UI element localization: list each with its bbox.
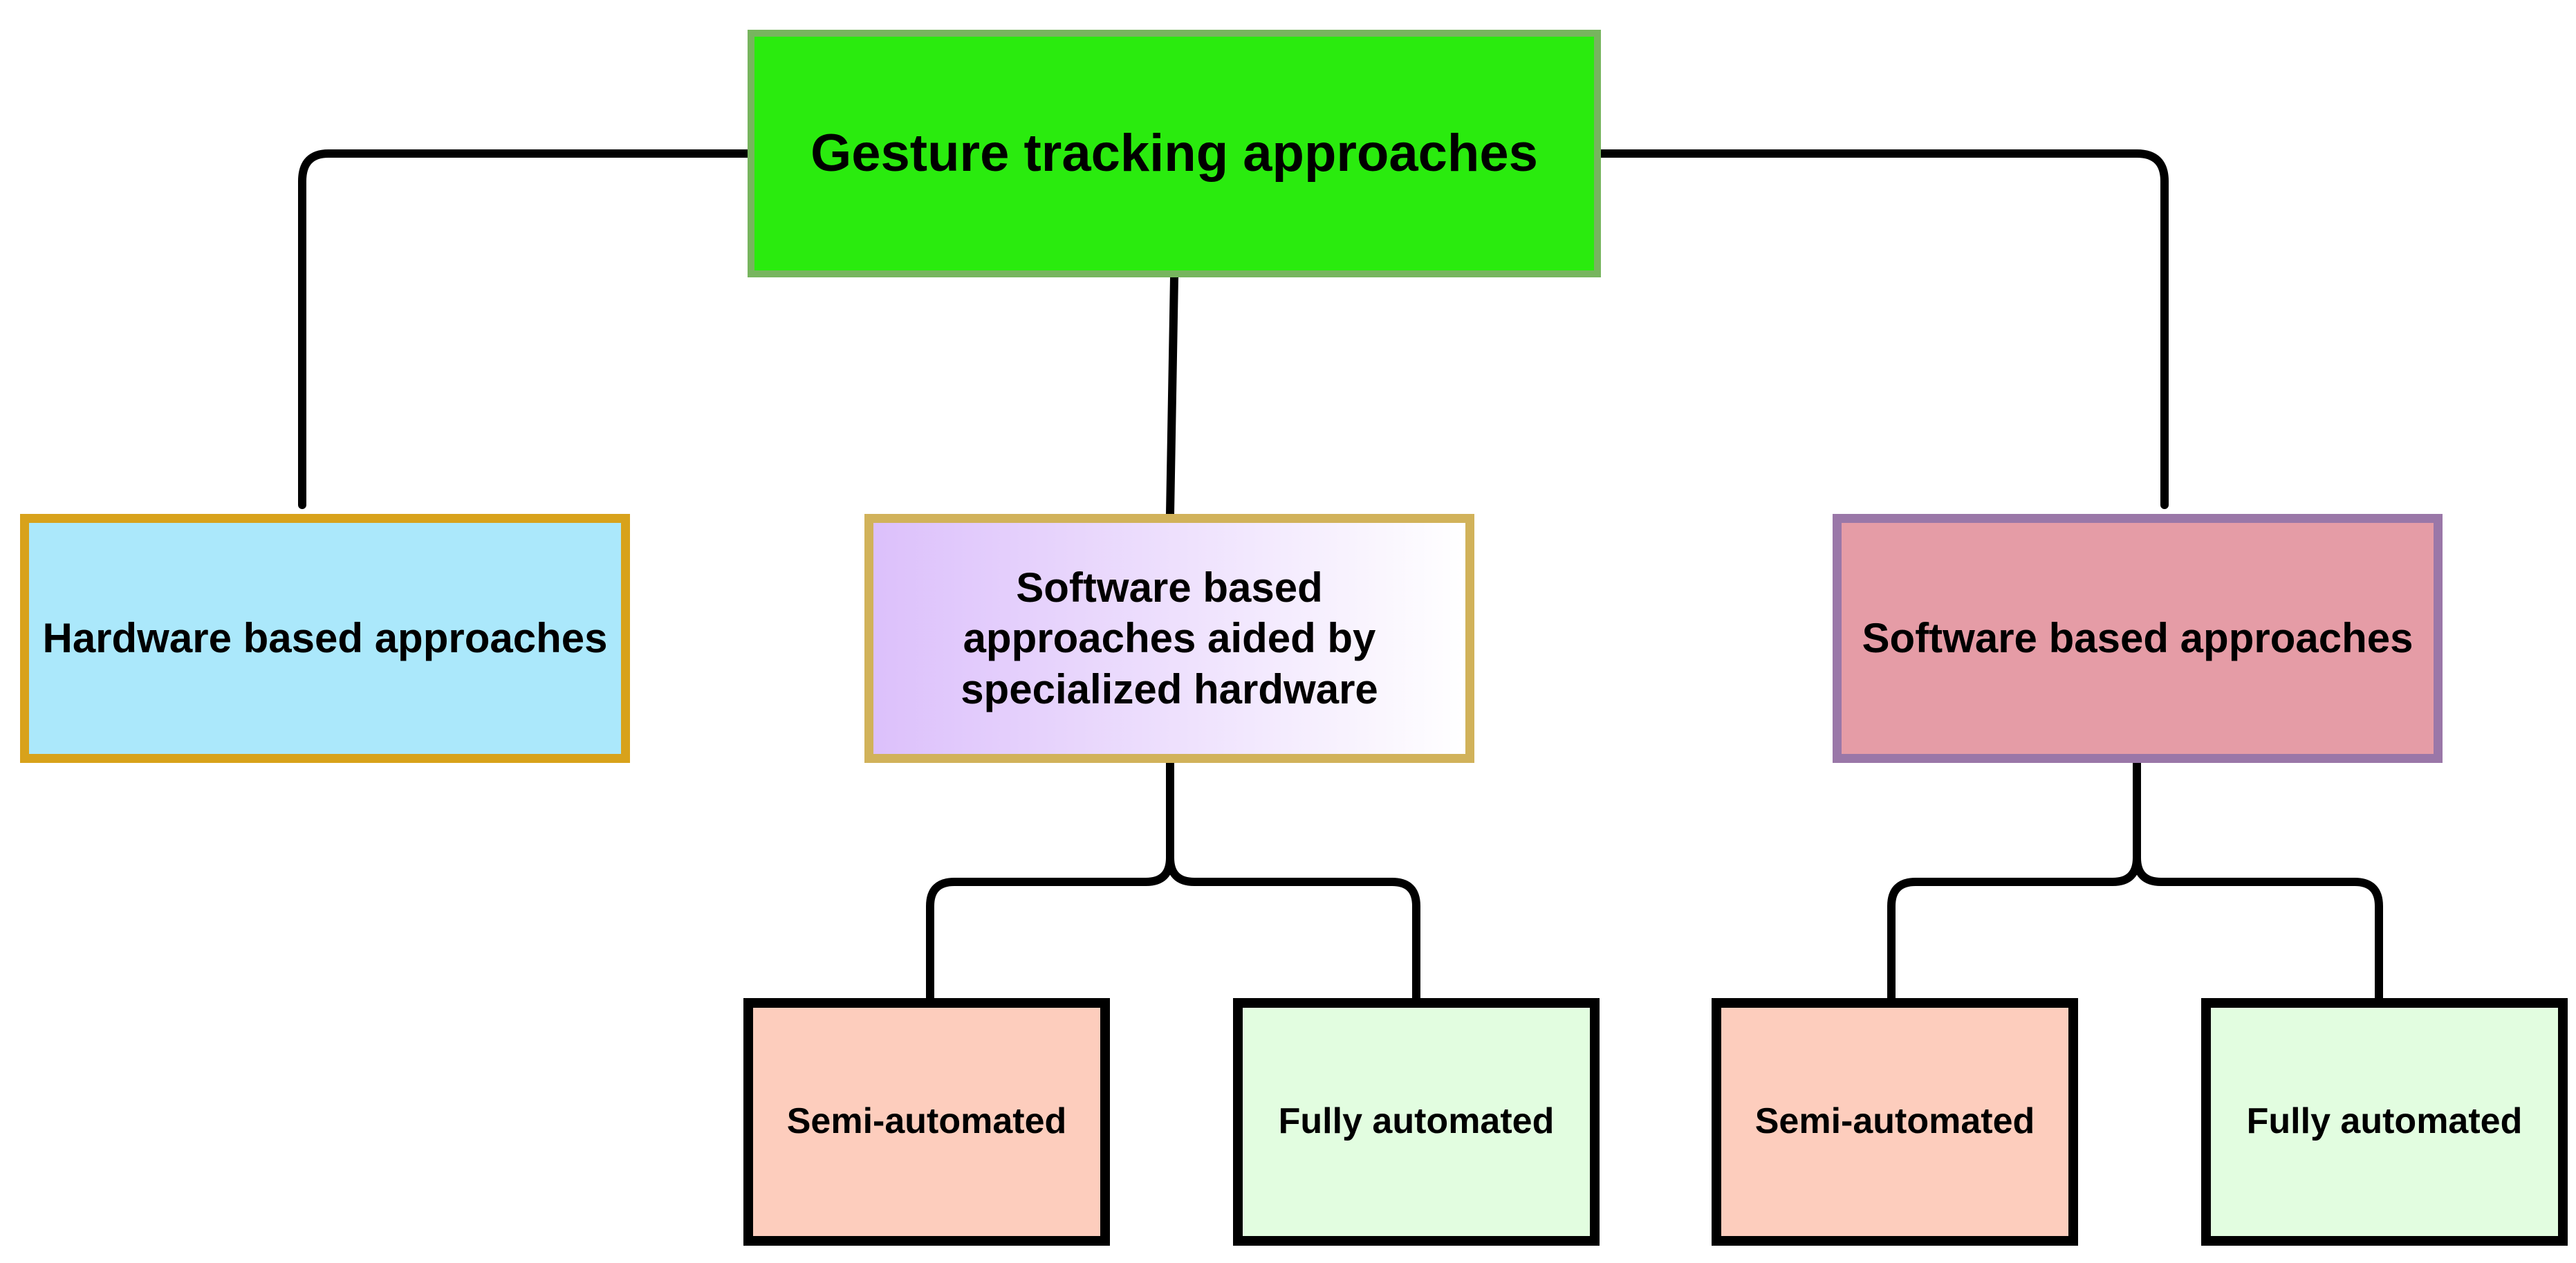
root-node-label: Gesture tracking approaches (810, 123, 1538, 183)
fully-automated-label: Fully automated (1278, 1101, 1555, 1142)
hardware-based-node: Hardware based approaches (20, 514, 630, 763)
semi-automated-label: Semi-automated (1754, 1101, 2035, 1142)
root-node: Gesture tracking approaches (748, 30, 1601, 277)
software-based-label: Software based approaches (1862, 615, 2413, 662)
semi-automated-node: Semi-automated (743, 998, 1110, 1246)
fully-automated-node: Fully automated (2201, 998, 2568, 1246)
software-with-hardware-node: Software based approaches aided by speci… (864, 514, 1474, 763)
connector-root-to-software (1597, 149, 2169, 509)
software-based-node: Software based approaches (1833, 514, 2443, 763)
semi-automated-node: Semi-automated (1712, 998, 2078, 1246)
bracket-software-hardware-children (926, 759, 1420, 1002)
software-with-hardware-label: Software based approaches aided by speci… (961, 564, 1378, 712)
hardware-based-label: Hardware based approaches (42, 615, 608, 662)
bracket-software-children (1887, 759, 2383, 1002)
semi-automated-label: Semi-automated (786, 1101, 1067, 1142)
connector-root-to-hardware (298, 149, 752, 509)
fully-automated-node: Fully automated (1233, 998, 1600, 1246)
fully-automated-label: Fully automated (2246, 1101, 2523, 1142)
connector-root-to-software-hardware (1166, 273, 1178, 518)
